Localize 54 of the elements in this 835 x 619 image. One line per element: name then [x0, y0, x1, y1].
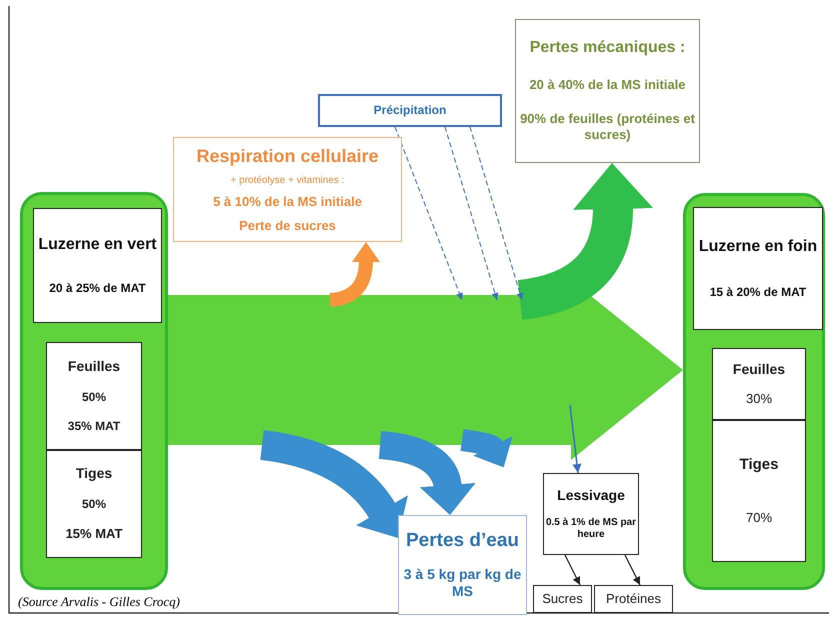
text-box — [46, 342, 142, 450]
stage-panel — [683, 193, 825, 590]
box-heading: Respiration cellulaire — [196, 145, 379, 168]
box-text: 5 à 10% de la MS initiale — [213, 194, 362, 211]
text-box — [693, 207, 823, 330]
text-box — [712, 348, 806, 420]
arrow — [394, 126, 463, 300]
flow-arrow — [329, 242, 380, 307]
box-text: 20 à 40% de la MS initiale — [529, 76, 686, 93]
arrow — [470, 126, 524, 300]
arrow — [444, 126, 498, 300]
stage-panel — [20, 192, 168, 590]
source-note: (Source Arvalis - Gilles Crocq) — [18, 594, 180, 610]
box-text: 15% MAT — [66, 526, 122, 543]
box-text: 0.5 à 1% de MS par heure — [544, 516, 638, 542]
box-text: 3 à 5 kg par kg de MS — [402, 566, 522, 601]
box-heading: Tiges — [740, 456, 778, 475]
text-box — [543, 473, 639, 555]
text-box — [712, 420, 806, 562]
flow-arrow — [517, 163, 653, 320]
box-text: + protéolyse + vitamines : — [230, 174, 344, 188]
text-box — [594, 585, 673, 613]
box-text: 50% — [82, 497, 106, 512]
box-heading: Feuilles — [732, 361, 786, 379]
box-heading: Pertes mécaniques : — [530, 38, 686, 58]
box-heading: Tiges — [76, 465, 112, 483]
box-text: 15 à 20% de MAT — [710, 285, 806, 300]
text-box — [33, 208, 162, 323]
box-heading: Lessivage — [557, 486, 625, 504]
flow-arrow — [260, 430, 408, 538]
box-heading: Feuilles — [68, 358, 120, 376]
box-heading: Sucres — [542, 590, 583, 608]
box-text: 35% MAT — [68, 419, 120, 434]
box-heading: Pertes d’eau — [406, 529, 519, 553]
arrow — [624, 554, 641, 586]
text-box — [46, 450, 142, 558]
text-box — [318, 94, 502, 127]
box-text: 20 à 25% de MAT — [49, 281, 146, 296]
text-box — [533, 585, 592, 613]
box-heading: Protéines — [606, 590, 661, 608]
box-text: 90% de feuilles (protéines et sucres) — [519, 111, 696, 144]
arrow — [564, 554, 581, 586]
box-heading: Luzerne en vert — [38, 235, 157, 255]
box-text: 50% — [82, 390, 106, 405]
text-box — [515, 19, 700, 163]
box-heading: Précipitation — [374, 103, 446, 118]
text-box — [173, 137, 402, 242]
box-heading: Luzerne en foin — [698, 236, 818, 257]
flow-arrow — [378, 431, 476, 515]
arrow — [569, 404, 582, 474]
text-box — [398, 515, 527, 615]
box-text: 30% — [746, 390, 772, 407]
box-text: Perte de sucres — [239, 218, 336, 234]
box-text: 70% — [746, 510, 772, 526]
